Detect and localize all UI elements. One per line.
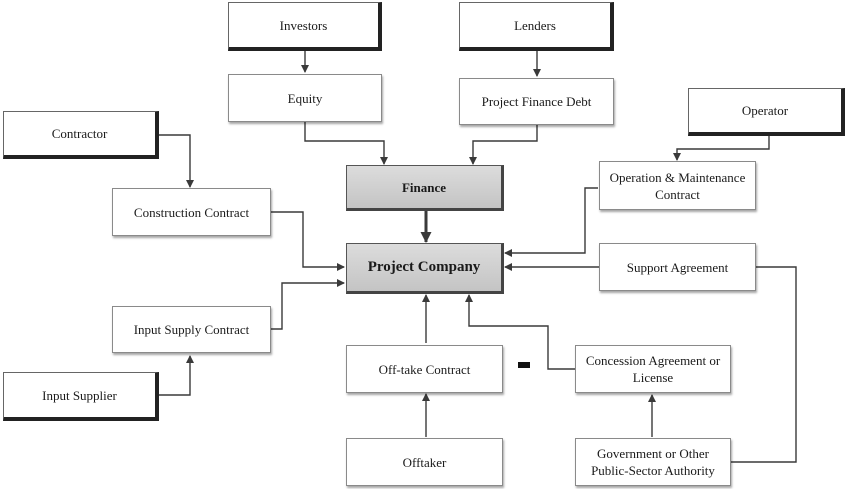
input-supply-to-project-company-arrow [271, 279, 345, 330]
offtaker-box: Offtaker [346, 438, 503, 486]
offtake-contract-label: Off-take Contract [378, 361, 471, 377]
support-agreement-box: Support Agreement [599, 243, 756, 291]
om-to-project-company-arrow [504, 187, 598, 257]
dash-mark [518, 362, 530, 368]
concession-to-project-company-arrow [465, 294, 575, 370]
project-finance-debt-label: Project Finance Debt [481, 94, 592, 109]
input-supply-contract-label: Input Supply Contract [133, 322, 250, 337]
government-box: Government or Other Public-Sector Author… [575, 438, 731, 486]
project-finance-debt-box: Project Finance Debt [459, 78, 614, 125]
construction-contract-box: Construction Contract [112, 188, 271, 236]
government-label-line1: Government or Other [597, 446, 709, 461]
construction-to-project-company-arrow [271, 211, 345, 271]
debt-to-finance-arrow [469, 125, 538, 165]
finance-label: Finance [401, 179, 447, 195]
operator-label: Operator [741, 103, 789, 118]
investors-label: Investors [279, 17, 328, 33]
equity-box: Equity [228, 74, 382, 122]
construction-contract-label: Construction Contract [133, 204, 250, 220]
offtake-contract-box: Off-take Contract [346, 345, 503, 393]
investors-box: Investors [228, 2, 382, 51]
equity-label: Equity [287, 90, 323, 106]
contractor-box: Contractor [3, 111, 159, 159]
contractor-label: Contractor [51, 126, 108, 141]
lenders-box: Lenders [459, 2, 614, 51]
om-contract-label-line1: Operation & Maintenance [609, 169, 746, 185]
input-supply-contract-box: Input Supply Contract [112, 306, 271, 353]
om-contract-label-line2: Contract [655, 186, 700, 202]
concession-label-line1: Concession Agreement or [585, 353, 721, 368]
government-to-support-line [731, 266, 797, 463]
government-label-line2: Public-Sector Authority [591, 463, 715, 478]
operator-to-om-arrow [673, 136, 770, 161]
project-company-label: Project Company [367, 259, 481, 275]
project-company-box: Project Company [346, 243, 504, 294]
concession-label-line2: License [632, 370, 674, 385]
equity-to-finance-arrow [304, 122, 388, 165]
input-supplier-to-input-supply-arrow [159, 355, 194, 396]
contractor-to-construction-arrow [159, 134, 194, 188]
offtaker-label: Offtaker [402, 454, 447, 470]
om-contract-box: Operation & Maintenance Contract [599, 161, 756, 210]
finance-box: Finance [346, 165, 504, 211]
input-supplier-label: Input Supplier [42, 387, 117, 403]
lenders-label: Lenders [514, 17, 556, 33]
support-agreement-label: Support Agreement [626, 259, 729, 275]
operator-box: Operator [688, 88, 845, 136]
input-supplier-box: Input Supplier [3, 372, 159, 421]
concession-agreement-box: Concession Agreement or License [575, 345, 731, 393]
